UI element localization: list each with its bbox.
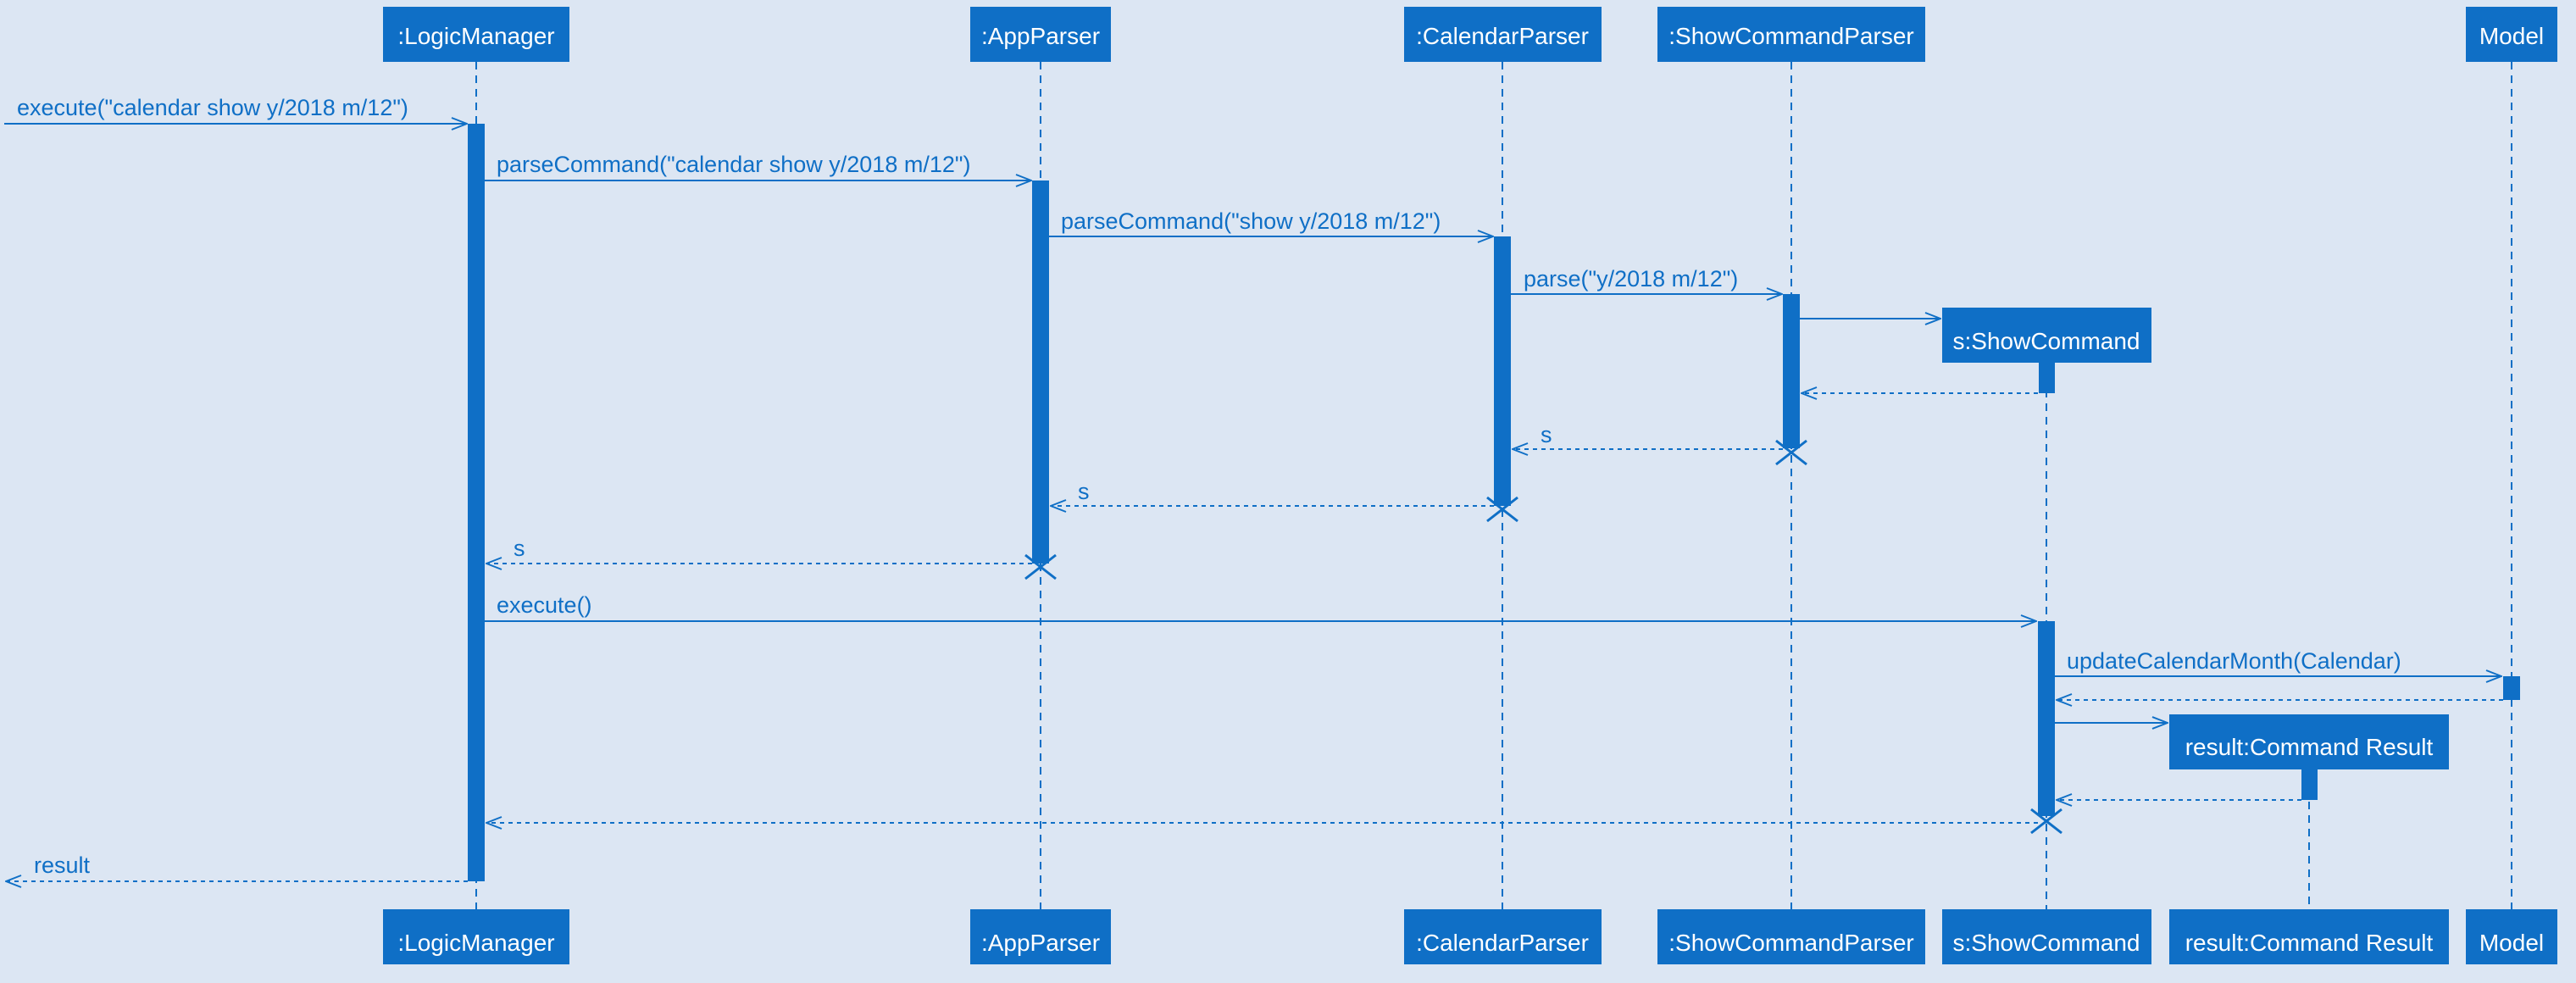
participant-show-command-parser-bottom: :ShowCommandParser <box>1657 909 1925 964</box>
participant-command-result-created: result:Command Result <box>2169 714 2449 769</box>
destroy-mark-show-command-parser <box>1775 439 1807 466</box>
participant-logic-manager-top: :LogicManager <box>383 7 569 62</box>
participant-app-parser-top: :AppParser <box>970 7 1111 62</box>
participant-logic-manager-bottom: :LogicManager <box>383 909 569 964</box>
message-label-s-calendar: s <box>1541 422 1552 447</box>
participant-label: Model <box>2479 23 2544 49</box>
participant-label: :ShowCommandParser <box>1668 23 1913 49</box>
message-label-s-app: s <box>1078 479 1090 504</box>
activation-calendar-parser <box>1494 236 1511 506</box>
activation-model <box>2503 676 2520 700</box>
activation-app-parser <box>1032 180 1049 564</box>
message-label-execute-show-command: execute() <box>497 592 592 618</box>
messages <box>4 124 2503 881</box>
participant-app-parser-bottom: :AppParser <box>970 909 1111 964</box>
participant-label: Model <box>2479 930 2544 956</box>
message-label-s-logic: s <box>514 536 525 561</box>
participant-label: :LogicManager <box>397 23 554 49</box>
participant-label: :ShowCommandParser <box>1668 930 1913 956</box>
destroy-mark-calendar-parser <box>1486 496 1518 523</box>
bottom-participants: :LogicManager :AppParser :CalendarParser… <box>383 909 2557 964</box>
activation-show-command-init <box>2039 363 2055 393</box>
activation-command-result <box>2301 769 2318 800</box>
participant-command-result-bottom: result:Command Result <box>2169 909 2449 964</box>
participant-label: :CalendarParser <box>1416 23 1589 49</box>
participant-label: :LogicManager <box>397 930 554 956</box>
participant-show-command-parser-top: :ShowCommandParser <box>1657 7 1925 62</box>
top-participants: :LogicManager :AppParser :CalendarParser… <box>383 7 2557 62</box>
participant-label: s:ShowCommand <box>1953 930 2140 956</box>
destroy-mark-app-parser <box>1024 553 1057 580</box>
participant-show-command-bottom: s:ShowCommand <box>1942 909 2151 964</box>
participant-show-command-created: s:ShowCommand <box>1942 308 2151 363</box>
participant-label: s:ShowCommand <box>1953 328 2140 354</box>
participant-model-top: Model <box>2466 7 2557 62</box>
message-label-parse-command-calendar: parseCommand("show y/2018 m/12") <box>1061 208 1441 234</box>
activation-logic-manager <box>468 124 485 881</box>
participant-calendar-parser-top: :CalendarParser <box>1404 7 1602 62</box>
destroy-mark-show-command <box>2030 808 2062 835</box>
participant-label: :AppParser <box>981 23 1100 49</box>
participant-model-bottom: Model <box>2466 909 2557 964</box>
created-participants: s:ShowCommand result:Command Result <box>1942 308 2449 769</box>
destruction-marks <box>1024 439 2062 835</box>
activation-show-command-execute <box>2038 621 2055 816</box>
participant-label: :AppParser <box>981 930 1100 956</box>
message-label-update-calendar-month: updateCalendarMonth(Calendar) <box>2067 648 2401 674</box>
participant-label: result:Command Result <box>2185 734 2434 760</box>
message-label-execute: execute("calendar show y/2018 m/12") <box>17 95 408 120</box>
activations <box>468 124 2520 881</box>
participant-calendar-parser-bottom: :CalendarParser <box>1404 909 1602 964</box>
message-label-result: result <box>34 852 91 878</box>
participant-label: :CalendarParser <box>1416 930 1589 956</box>
message-label-parse-command-app: parseCommand("calendar show y/2018 m/12"… <box>497 152 970 177</box>
message-labels: execute("calendar show y/2018 m/12") par… <box>17 95 2401 878</box>
activation-show-command-parser <box>1783 294 1800 448</box>
participant-label: result:Command Result <box>2185 930 2434 956</box>
message-label-parse: parse("y/2018 m/12") <box>1524 266 1738 292</box>
